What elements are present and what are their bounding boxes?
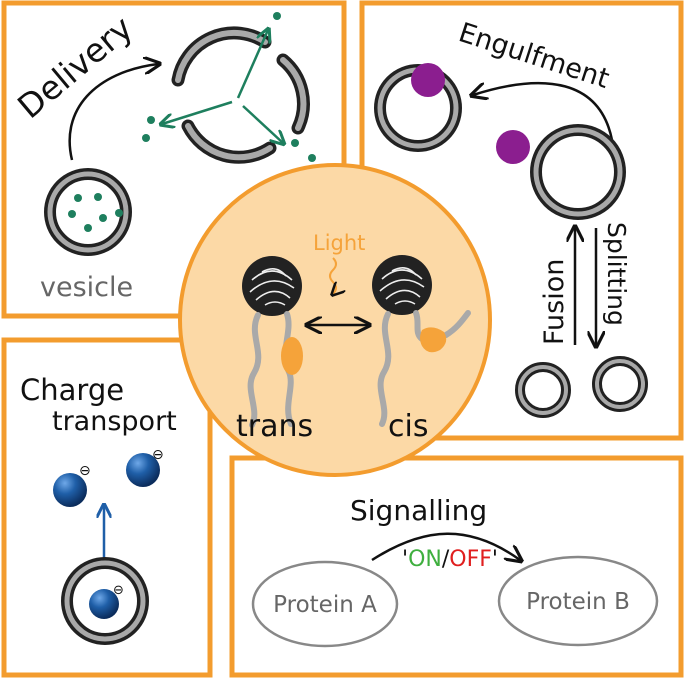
cis-label: cis [388,409,428,444]
engulfing-vesicle [374,63,462,152]
delivery-arrow [68,64,158,161]
charged-particle-2 [126,453,160,487]
protein-a-label: Protein A [273,592,377,618]
charge-title-line1: Charge [20,373,124,407]
off-label: OFF [449,547,492,572]
free-cargo [496,130,530,164]
charged-particle-1 [53,473,87,507]
release-arrows [162,30,283,143]
charge-vesicle [61,557,149,645]
vesicle [44,168,132,256]
small-vesicle-left [515,362,571,418]
fusion-label: Fusion [539,259,570,345]
vesicle-label: vesicle [40,272,133,303]
protein-b [497,555,659,647]
splitting-label: Splitting [602,222,631,326]
signalling-arrow [371,532,520,560]
large-vesicle [530,124,626,220]
charge-symbol-1: ⊖ [79,463,91,479]
trans-molecule [242,256,303,428]
light-label: Light [313,231,365,255]
on-label: ON [408,547,442,572]
engulfed-cargo [411,63,445,97]
trans-azobenzene [281,337,303,375]
charge-title-line2: transport [52,406,177,437]
small-vesicle-right [592,356,648,412]
engulfment-arrow [473,81,614,141]
protein-b-label: Protein B [526,589,630,615]
protein-a [251,560,399,648]
cis-molecule [372,255,471,427]
on-off-label: 'ON/OFF' [402,547,498,572]
center-circle [178,163,492,477]
trans-label: trans [236,409,313,444]
released-cargo [142,12,316,162]
charge-symbol-2: ⊖ [152,447,164,463]
signalling-title: Signalling [350,494,487,527]
cis-azobenzene [420,327,447,353]
charge-symbol-3: ⊖ [113,583,124,598]
light-squiggle [329,257,336,294]
broken-vesicle [171,26,310,164]
